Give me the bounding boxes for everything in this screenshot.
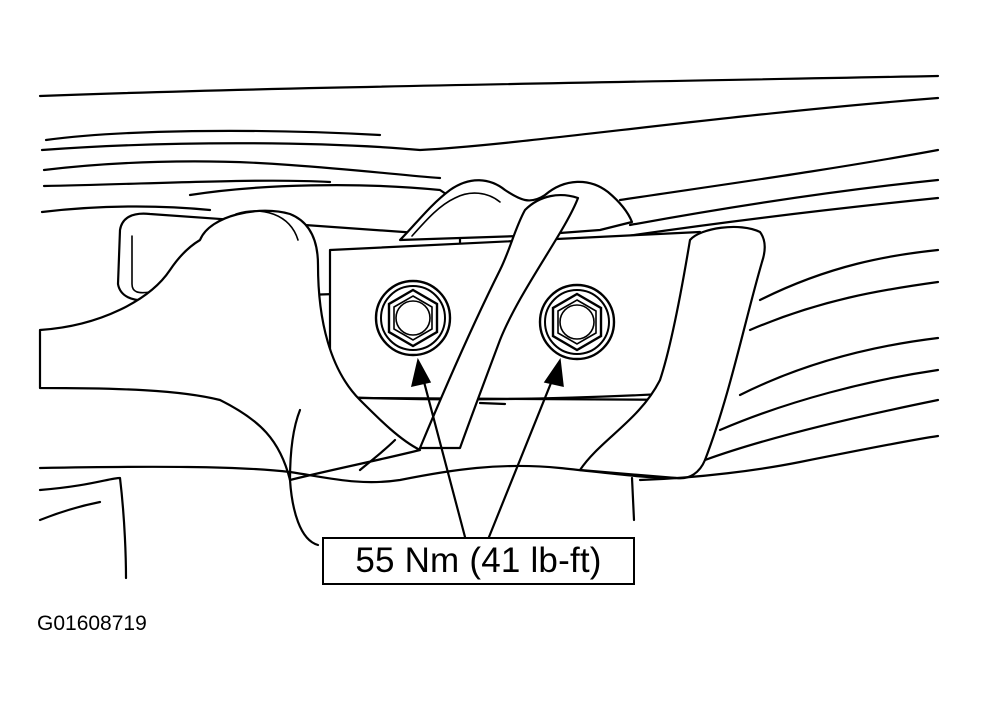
left-bracket — [38, 209, 422, 482]
left-bolt-icon — [374, 279, 452, 357]
top-hook — [398, 179, 634, 242]
right-arrowhead-icon — [543, 357, 564, 387]
callout-leader-lines — [411, 357, 564, 539]
left-arrowhead-icon — [411, 357, 432, 387]
torque-callout-box: 55 Nm (41 lb-ft) — [322, 537, 635, 585]
upper-panel-lines — [38, 74, 940, 242]
figure-id-label: G01608719 — [37, 612, 147, 635]
right-bracket — [578, 225, 940, 480]
right-bolt-icon — [538, 283, 616, 361]
torque-spec-label: 55 Nm (41 lb-ft) — [355, 541, 602, 580]
diagonal-strap — [418, 194, 580, 450]
lower-body-lines — [38, 408, 940, 580]
